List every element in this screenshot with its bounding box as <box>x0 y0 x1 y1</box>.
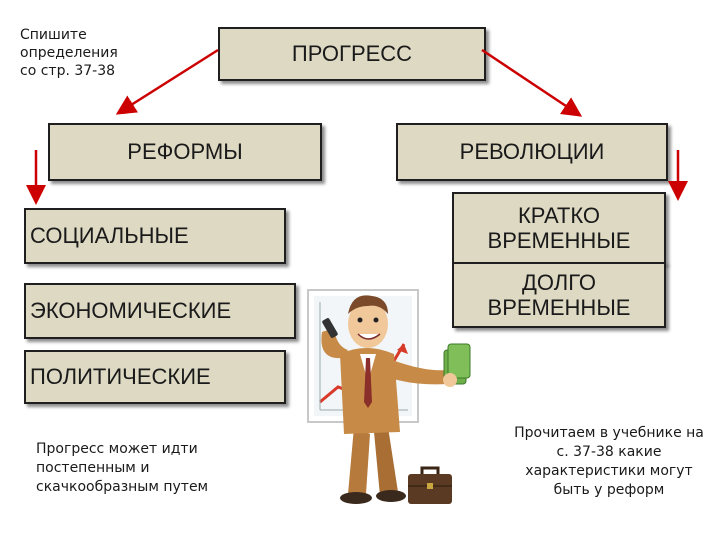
right-note: Прочитаем в учебнике на с. 37-38 какие х… <box>500 424 718 500</box>
instruction-line: со стр. 37-38 <box>20 63 116 80</box>
arrow-progress-to-reforms <box>115 48 219 115</box>
left-note-line: скачкообразным путем <box>36 478 209 495</box>
progress-box: ПРОГРЕСС <box>218 27 486 81</box>
progress-label: ПРОГРЕСС <box>291 41 413 66</box>
economic-reforms-box: ЭКОНОМИЧЕСКИЕ <box>24 283 296 339</box>
political-reforms-box: ПОЛИТИЧЕСКИЕ <box>24 350 286 404</box>
long-term-revolutions-box: ДОЛГО ВРЕМЕННЫЕ <box>452 262 666 328</box>
short-term-revolutions-box: КРАТКО ВРЕМЕННЫЕ <box>452 192 666 264</box>
revolutions-box: РЕВОЛЮЦИИ <box>396 123 668 181</box>
businessman-illustration <box>307 289 471 504</box>
left-note-line: постепенным и <box>36 459 150 476</box>
reforms-label: РЕФОРМЫ <box>127 139 243 164</box>
social-reforms-box: СОЦИАЛЬНЫЕ <box>24 208 286 264</box>
long-term-line: ВРЕМЕННЫЕ <box>487 295 631 320</box>
right-note-line: характеристики могут <box>525 462 693 479</box>
instruction-note: Спишите определения со стр. 37-38 <box>20 26 118 81</box>
revolutions-label: РЕВОЛЮЦИИ <box>459 139 605 164</box>
arrow-progress-to-revolutions <box>481 48 583 117</box>
right-note-line: Прочитаем в учебнике на <box>514 425 704 441</box>
social-label: СОЦИАЛЬНЫЕ <box>30 223 189 248</box>
instruction-line: Спишите <box>20 27 87 43</box>
long-term-line: ДОЛГО <box>522 269 596 295</box>
right-note-line: быть у реформ <box>553 481 665 498</box>
political-label: ПОЛИТИЧЕСКИЕ <box>30 364 211 389</box>
left-note-line: Прогресс может идти <box>36 441 198 457</box>
reforms-box: РЕФОРМЫ <box>48 123 322 181</box>
economic-label: ЭКОНОМИЧЕСКИЕ <box>30 298 232 323</box>
short-term-line: КРАТКО <box>517 202 601 228</box>
right-note-line: с. 37-38 какие <box>556 443 662 460</box>
instruction-line: определения <box>20 45 118 62</box>
short-term-line: ВРЕМЕННЫЕ <box>487 228 631 253</box>
left-note: Прогресс может идти постепенным и скачко… <box>36 440 246 497</box>
